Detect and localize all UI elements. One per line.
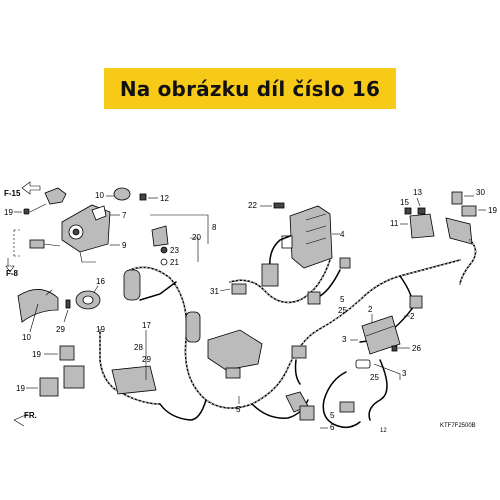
callout-19-c: 19 [32, 350, 41, 359]
callout-29: 28 [134, 343, 143, 352]
connector-icon [299, 405, 315, 421]
screw-icon [139, 193, 147, 201]
callout-15: 15 [400, 198, 409, 207]
connector-icon [409, 295, 423, 309]
callout-9: 9 [122, 241, 127, 250]
callout-19-a: 19 [488, 206, 497, 215]
callout-31: 31 [210, 287, 219, 296]
ignition-coil-icon [361, 315, 401, 355]
callout-27: 30 [476, 188, 485, 197]
coupler-icon [123, 269, 141, 301]
callout-2-a: 2 [410, 312, 415, 321]
fastener-icon [160, 246, 168, 254]
ignition-coil-group: 2 2 3 26 3 25 12 [342, 305, 421, 434]
ignition-switch-group: F-8 7 9 [5, 204, 127, 278]
regulator-group: 22 4 [248, 201, 345, 269]
banner-text: Na obrázku díl číslo 16 [119, 76, 381, 101]
callout-24: 23 [170, 246, 179, 255]
drawing-code: KTF7F2500B [440, 423, 476, 429]
part-number-banner: Na obrázku díl číslo 16 [104, 68, 396, 109]
connector-icon [339, 401, 355, 413]
connector-icon [307, 291, 321, 305]
ref-f8-label: F-8 [6, 269, 19, 278]
callout-23: 19 [4, 208, 13, 217]
ref-f15-label: F-15 [4, 189, 21, 198]
relay-icon [451, 191, 463, 205]
connector-block-icon [445, 217, 473, 245]
key-connector-icon [29, 239, 45, 249]
connector-icon [339, 257, 351, 269]
callout-25-a: 25 [338, 306, 347, 315]
connector-icon [44, 187, 67, 205]
callout-7: 7 [122, 211, 127, 220]
junction-box-icon [409, 213, 435, 239]
callout-6: 6 [330, 423, 335, 432]
callout-1: 2 [368, 305, 373, 314]
callout-12-small: 12 [380, 428, 387, 434]
left-components: 10 29 16 19 19 19 FR. [13, 277, 105, 427]
callout-16: 16 [96, 277, 105, 286]
relay-group-right: 13 15 30 19 11 [390, 188, 497, 285]
callout-26: 26 [412, 344, 421, 353]
callout-2-b: 3 [342, 335, 347, 344]
front-arrow-icon [13, 413, 29, 427]
callout-4: 4 [340, 230, 345, 239]
callout-17: 17 [142, 321, 151, 330]
bolt-icon [65, 299, 71, 309]
callout-14: 13 [413, 188, 422, 197]
bolt-icon [273, 202, 285, 209]
callout-21: 21 [170, 258, 179, 267]
connector-icon [291, 345, 307, 359]
callout-5-b: 5 [236, 405, 241, 414]
callout-13: 11 [390, 219, 399, 228]
bolt-icon [23, 208, 30, 215]
wire-harness [63, 235, 461, 429]
item-8-group: 8 20 23 21 [150, 214, 217, 267]
connector-icon [225, 367, 241, 379]
item-10-12: 10 12 [95, 187, 169, 203]
front-label: FR. [24, 411, 37, 420]
relay-icon [461, 205, 477, 217]
flasher-relay-icon [39, 377, 59, 397]
callout-3: 3 [402, 369, 407, 378]
fuse-holder-icon [151, 225, 169, 247]
regulator-rectifier-icon [289, 205, 333, 269]
relay-clip-icon [113, 187, 131, 201]
callout-30: 29 [142, 355, 151, 364]
callout-25-b: 25 [370, 373, 379, 382]
callout-10: 10 [95, 191, 104, 200]
harness-junction-icon [207, 329, 263, 371]
callout-18: 19 [16, 384, 25, 393]
callout-20: 20 [192, 233, 201, 242]
callout-5-a: 5 [340, 295, 345, 304]
ref-arrow-icon [21, 181, 41, 195]
plug-cap-icon [355, 359, 371, 369]
callout-11: 10 [22, 333, 31, 342]
ref-f15-group: F-15 19 [4, 181, 67, 217]
coupler-icon [185, 311, 201, 343]
relay-icon [59, 345, 75, 361]
harness-callouts: 31 17 28 29 5 25 5 5 6 [134, 287, 347, 432]
fuse-box-icon [111, 365, 157, 395]
connector-icon [63, 365, 85, 389]
callout-12: 12 [160, 194, 169, 203]
nut-icon [404, 207, 412, 215]
bolt-icon [391, 345, 398, 352]
callout-28: 29 [56, 325, 65, 334]
connector-icon [231, 283, 247, 295]
callout-8: 8 [212, 223, 217, 232]
ref-arrow-down-icon [5, 258, 15, 273]
callout-22: 22 [248, 201, 257, 210]
harness-connector-icon [261, 263, 279, 287]
cover-icon [17, 289, 59, 323]
callout-19-b: 19 [96, 325, 105, 334]
callout-5-c: 5 [330, 411, 335, 420]
